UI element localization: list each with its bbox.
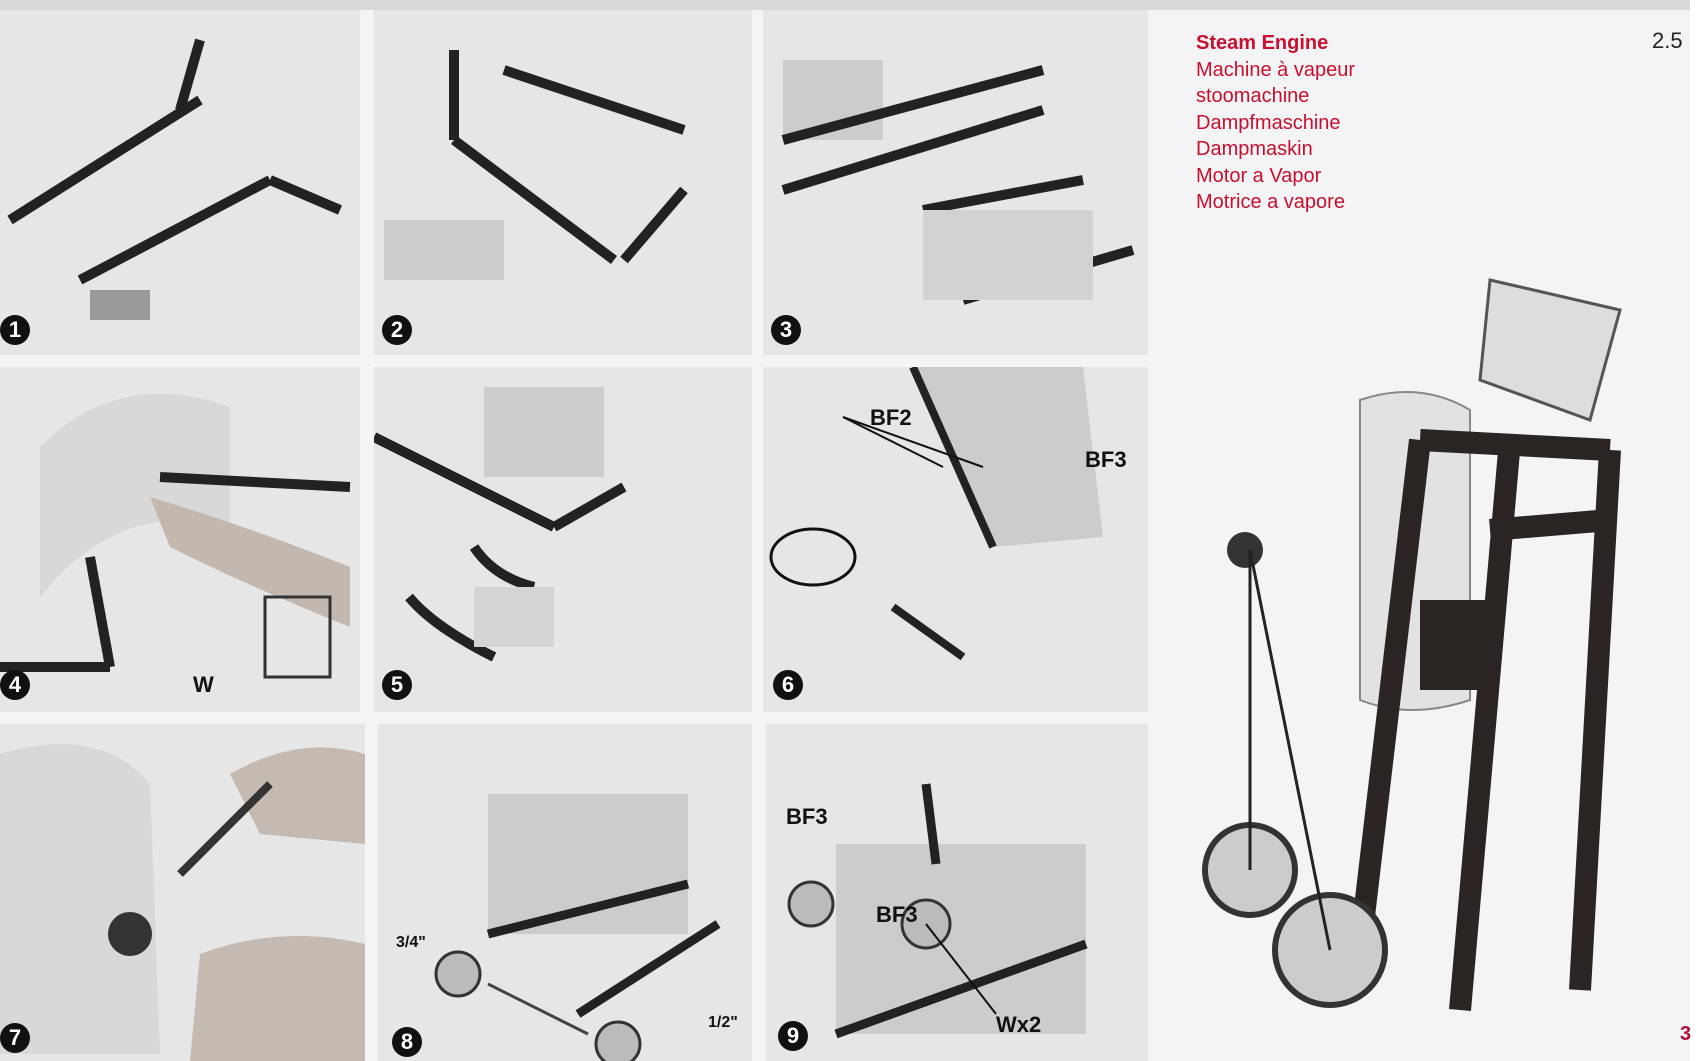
step-number: 4	[0, 670, 30, 700]
model-title: Steam Engine	[1196, 32, 1329, 54]
callout-label: BF2	[870, 405, 912, 430]
step-number: 5	[382, 670, 412, 700]
model-number: 2.5	[1652, 28, 1683, 53]
title-translation: Machine à vapeur	[1196, 58, 1355, 81]
step-illustration	[781, 60, 1135, 305]
step-panel-7: 7	[0, 724, 365, 1061]
callout-label: 1/2"	[708, 1014, 738, 1031]
model-title-block: Steam Engine Machine à vapeur stoomachin…	[1196, 30, 1355, 216]
step-panel-9: BF3 BF3 Wx2 9	[766, 724, 1148, 1061]
title-translation: Dampfmaschine	[1196, 111, 1341, 134]
step-number: 9	[778, 1021, 808, 1051]
step-number: 3	[771, 315, 801, 345]
page-top-edge	[0, 0, 1705, 10]
step-illustration	[7, 38, 342, 320]
step-number: 7	[0, 1023, 30, 1053]
step-panel-1: 1	[0, 10, 360, 355]
callout-label: BF3	[1085, 447, 1127, 472]
step-illustration	[0, 393, 351, 679]
title-translation: Dampmaskin	[1196, 138, 1313, 160]
step-illustration	[374, 387, 627, 662]
step-illustration	[769, 367, 1103, 661]
step-panel-5: 5	[374, 367, 752, 712]
step-illustration	[0, 744, 365, 1061]
page-edge	[1690, 0, 1705, 1061]
step-illustration	[384, 50, 688, 280]
finished-model-photo	[1202, 278, 1622, 1011]
step-illustration	[434, 794, 721, 1061]
page-number: 3	[1680, 1023, 1692, 1045]
callout-label: BF3	[876, 902, 918, 927]
step-panel-6: BF2 BF3 6	[763, 367, 1148, 712]
callout-label: Wx2	[996, 1012, 1042, 1037]
callout-label: 3/4"	[396, 934, 426, 951]
step-panel-4: W 4	[0, 367, 360, 712]
step-number: 8	[392, 1027, 422, 1057]
callout-label: W	[193, 672, 214, 697]
step-panel-2: 2	[374, 10, 752, 355]
step-illustration	[787, 783, 1088, 1039]
step-panel-3: 3	[763, 10, 1148, 355]
title-translation: Motrice a vapore	[1196, 191, 1345, 213]
title-translation: Motor a Vapor	[1196, 164, 1322, 187]
step-panel-8: 3/4" 1/2" 8	[378, 724, 752, 1061]
title-translation: stoomachine	[1196, 85, 1310, 107]
step-number: 6	[773, 670, 803, 700]
step-number: 2	[382, 315, 412, 345]
callout-label: BF3	[786, 804, 828, 829]
step-number: 1	[0, 315, 30, 345]
